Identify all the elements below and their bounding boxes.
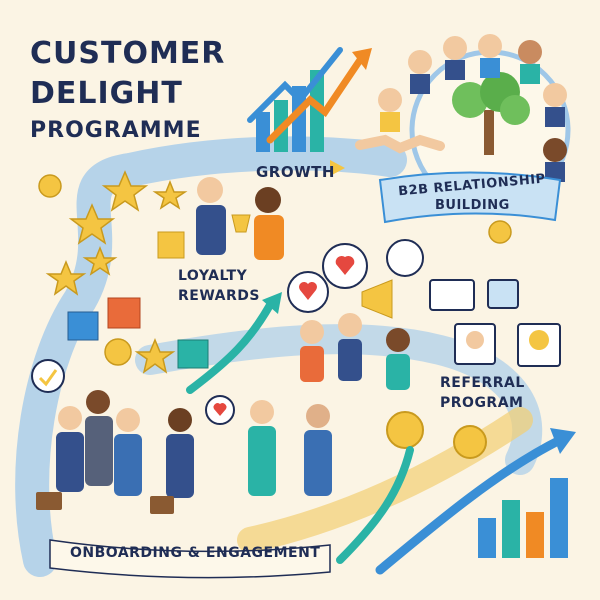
growth-banner-arrow-icon — [330, 160, 345, 176]
b2b-label-line-2: BUILDING — [435, 198, 510, 213]
loyalty-people — [196, 177, 284, 260]
handshake-icon — [355, 134, 445, 154]
trophy-icon — [231, 214, 251, 233]
title-line-1: CUSTOMER — [30, 36, 226, 71]
title-line-2: DELIGHT — [30, 76, 183, 111]
megaphone-icon — [361, 279, 393, 319]
growth-label: GROWTH — [256, 163, 335, 181]
smiley-icon-lower — [453, 425, 487, 459]
b2b-banner-ribbon — [378, 171, 562, 224]
smiley-sun-icon — [386, 411, 424, 449]
loyalty-label-line-1: LOYALTY — [178, 268, 248, 284]
growth-arrow-orange-icon — [266, 56, 364, 144]
onboarding-banner-ribbon — [49, 539, 331, 579]
tree-icon — [452, 72, 530, 155]
check-icon — [38, 369, 58, 387]
avatar-face-right — [529, 330, 549, 350]
smiley-icon-left-mid — [104, 338, 132, 366]
heart-icon-2 — [335, 255, 355, 275]
avatar-face-left — [466, 331, 484, 349]
referral-label-line-2: PROGRAM — [440, 395, 524, 411]
referral-arrowhead-icon — [262, 292, 282, 314]
bottom-arrowhead-icon — [550, 428, 576, 454]
link-icon — [487, 279, 519, 309]
onboarding-group — [56, 390, 332, 498]
heart-icon-1 — [299, 282, 317, 300]
smiley-icon-b2b — [488, 220, 512, 244]
growth-bar-chart-icon — [256, 70, 324, 152]
briefcase-icon-right — [150, 496, 174, 514]
smiley-icon-left-top — [38, 174, 62, 198]
speech-bubble-megaphone — [386, 239, 424, 277]
people-group-top-right — [378, 34, 567, 182]
referral-arrow-icon — [186, 301, 274, 394]
briefcase-icon-left — [36, 492, 62, 510]
bottom-arrow-blue-icon — [375, 435, 565, 575]
heart-icon-3 — [213, 403, 227, 416]
title-line-3: PROGRAMME — [30, 118, 202, 143]
growth-arrow-blue-icon — [247, 47, 343, 123]
referral-people — [300, 313, 410, 390]
loyalty-label-line-2: REWARDS — [178, 288, 260, 304]
bottom-arrow-teal-icon — [336, 446, 414, 564]
gift-icon-group — [67, 231, 209, 369]
referral-label-line-1: REFERRAL — [440, 375, 525, 391]
onboarding-label: ONBOARDING & ENGAGEMENT — [70, 545, 321, 561]
star-icon-group — [45, 170, 188, 374]
growth-arrowhead-icon — [352, 48, 372, 70]
speech-bubble-check — [31, 359, 65, 393]
profile-card-icon — [429, 279, 475, 311]
bottom-bar-chart-icon — [478, 478, 568, 558]
